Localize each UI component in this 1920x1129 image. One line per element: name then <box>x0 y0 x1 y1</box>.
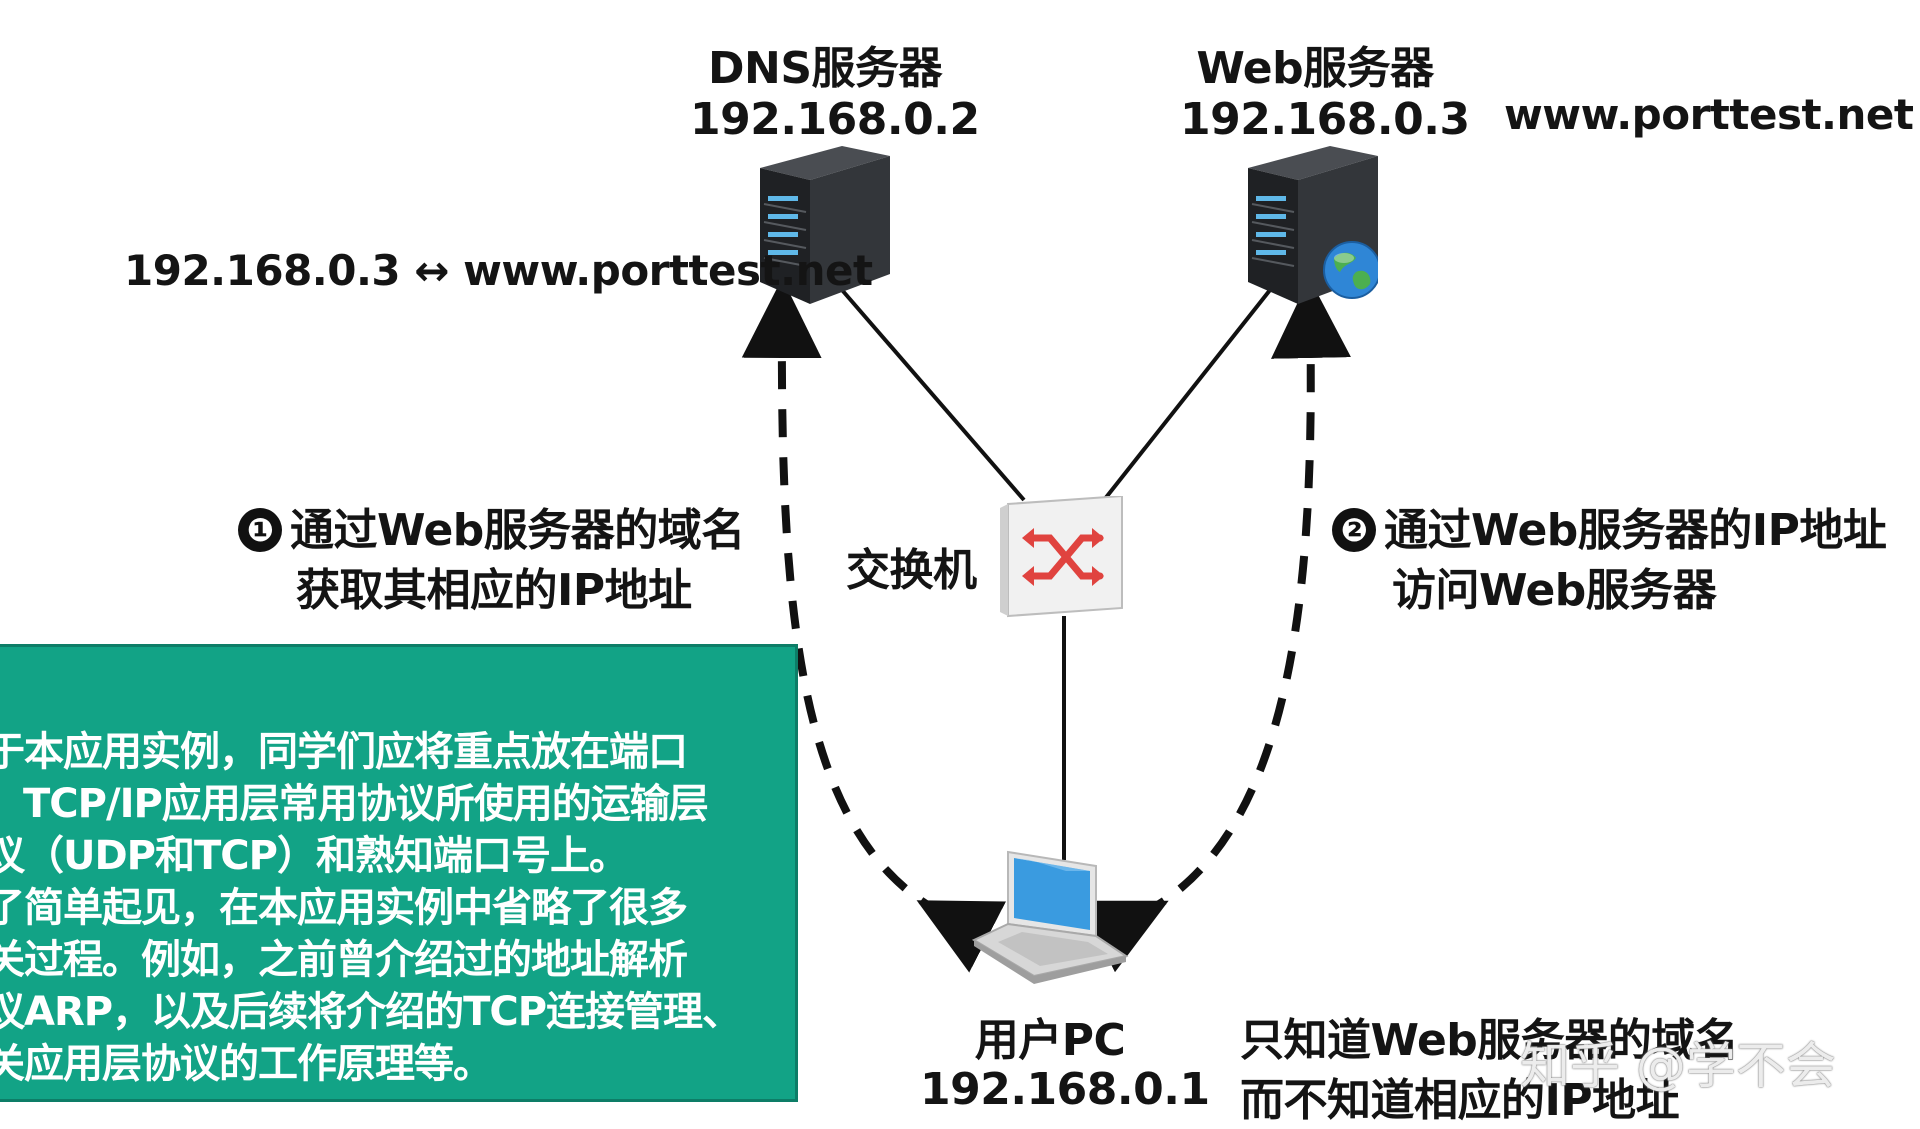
link-dns-switch <box>840 288 1026 502</box>
note-line-7: 关应用层协议的工作原理等。 <box>0 1041 493 1087</box>
note-line-3: 议（UDP和TCP）和熟知端口号上。 <box>0 833 629 879</box>
web-server-icon <box>1248 146 1378 304</box>
user-pc-name: 用户PC <box>974 1015 1126 1066</box>
dashed-arrow-web-access <box>1079 278 1351 973</box>
user-pc-ip: 192.168.0.1 <box>920 1064 1210 1115</box>
note-line-2: TCP/IP应用层常用协议所使用的运输层 <box>23 781 709 827</box>
note-line-4: 了简单起见，在本应用实例中省略了很多 <box>0 885 688 931</box>
note-box: 于本应用实例，同学们应将重点放在端口 TCP/IP应用层常用协议所使用的运输层 … <box>0 644 798 1102</box>
step1-text1: 通过Web服务器的域名 <box>290 505 745 556</box>
laptop-icon <box>971 850 1129 984</box>
step2-line2: 访问Web服务器 <box>1392 565 1717 616</box>
web-server-title: Web服务器 <box>1196 43 1434 94</box>
watermark: 知乎 @学不会 <box>1520 1037 1836 1095</box>
web-server-domain: www.porttest.net <box>1504 90 1914 139</box>
switch-icon <box>1000 496 1123 618</box>
link-web-switch <box>1102 288 1272 502</box>
pc-note-line2: 而不知道相应的IP地址 <box>1240 1075 1680 1126</box>
dns-server-title: DNS服务器 <box>707 43 943 94</box>
step1-line2: 获取其相应的IP地址 <box>296 565 692 616</box>
note-line-5: 关过程。例如，之前曾介绍过的地址解析 <box>0 937 688 983</box>
note-line-6: 议ARP，以及后续将介绍的TCP连接管理、 <box>0 989 742 1035</box>
globe-icon <box>1323 241 1378 299</box>
step1-badge: ❶ <box>238 508 282 552</box>
dashed-arrow-dns-query <box>741 278 1007 973</box>
step2-badge: ❷ <box>1332 508 1376 552</box>
note-line-1: 于本应用实例，同学们应将重点放在端口 <box>0 729 688 775</box>
web-server-ip: 192.168.0.3 <box>1180 94 1470 145</box>
dns-server-icon <box>760 146 890 304</box>
dns-server-ip: 192.168.0.2 <box>690 94 980 145</box>
switch-label: 交换机 <box>846 545 977 596</box>
pc-note-line1: 只知道Web服务器的域名 <box>1240 1015 1739 1066</box>
step2-text1: 通过Web服务器的IP地址 <box>1384 505 1887 556</box>
dns-mapping-record: 192.168.0.3 ↔ www.porttest.net <box>124 246 873 295</box>
